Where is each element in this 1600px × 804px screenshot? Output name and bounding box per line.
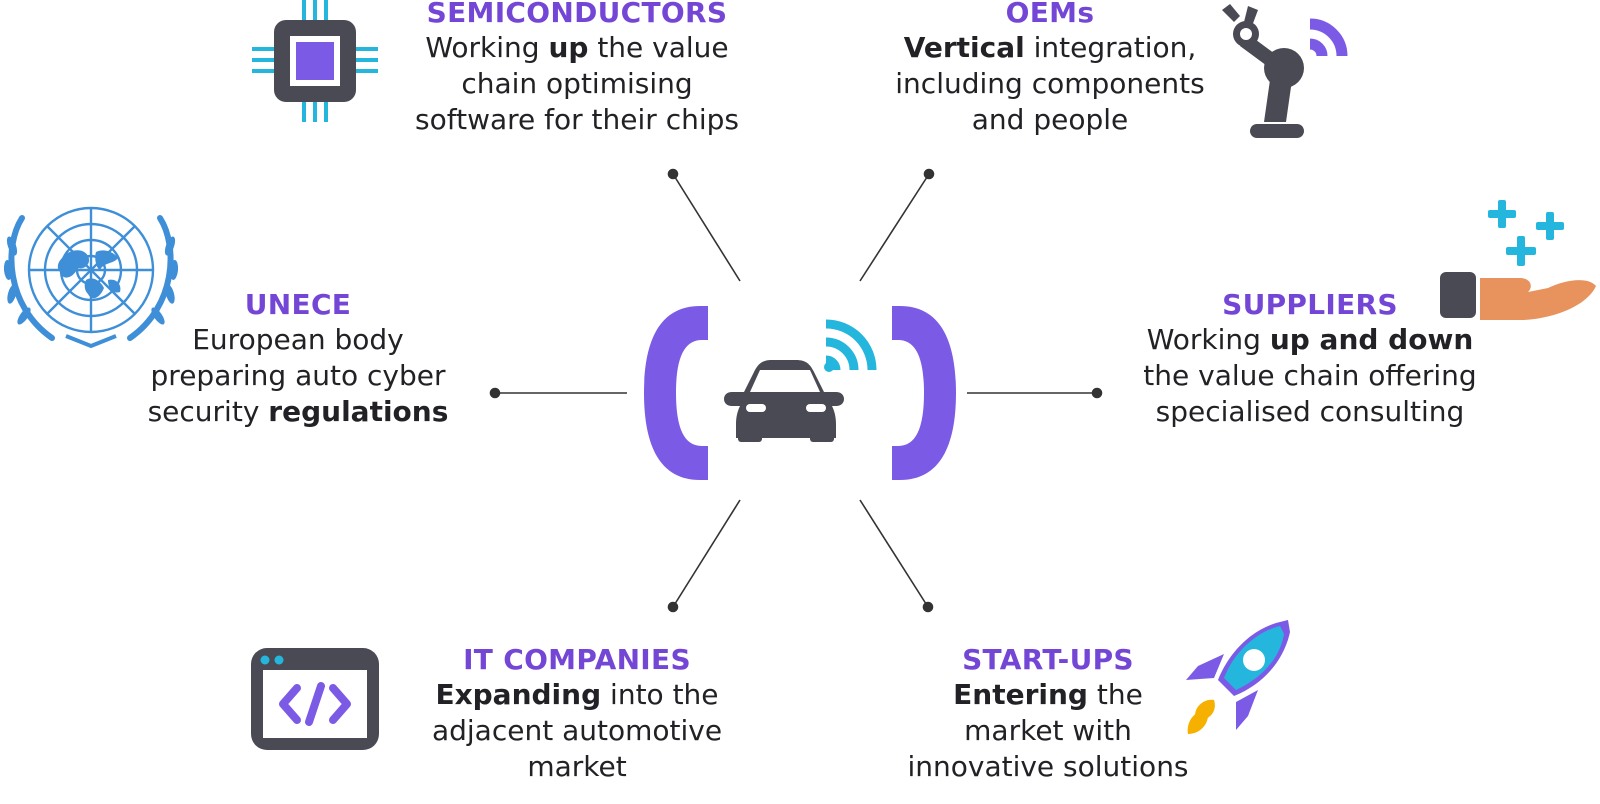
connector-dot-unece bbox=[489, 387, 501, 399]
rocket-icon bbox=[1186, 620, 1290, 734]
connector-dot-suppliers bbox=[1091, 387, 1103, 399]
node-suppliers: SUPPLIERS Working up and down the value … bbox=[1110, 288, 1510, 430]
connector-dot-start-ups bbox=[922, 601, 934, 613]
desc-line: market bbox=[527, 750, 627, 783]
node-start-ups: START-UPS Entering the market with innov… bbox=[868, 643, 1228, 785]
desc-line: chain optimising bbox=[461, 67, 693, 100]
desc-line: European body bbox=[192, 323, 404, 356]
connector-dot-oems bbox=[923, 168, 935, 180]
connected-car-icon bbox=[644, 306, 956, 480]
node-oems: OEMs Vertical integration, including com… bbox=[850, 0, 1250, 138]
node-description: Working up the value chain optimising so… bbox=[377, 30, 777, 138]
node-title: UNECE bbox=[244, 288, 352, 321]
desc-line: Vertical integration, bbox=[903, 31, 1197, 64]
desc-line: security regulations bbox=[147, 395, 449, 428]
desc-line: including components bbox=[895, 67, 1205, 100]
node-title: SUPPLIERS bbox=[1222, 288, 1398, 321]
desc-line: Working up the value bbox=[425, 31, 729, 64]
connector-oems bbox=[859, 173, 930, 282]
desc-line: specialised consulting bbox=[1155, 395, 1465, 428]
connector-it-companies bbox=[672, 499, 741, 608]
robot-arm-icon bbox=[1222, 4, 1348, 138]
node-title: SEMICONDUCTORS bbox=[426, 0, 728, 29]
node-semiconductors: SEMICONDUCTORS Working up the value chai… bbox=[377, 0, 777, 138]
desc-line: Entering the bbox=[953, 678, 1143, 711]
desc-line: innovative solutions bbox=[907, 750, 1189, 783]
node-description: European body preparing auto cyber secur… bbox=[118, 322, 478, 430]
code-window-icon bbox=[251, 648, 379, 750]
node-description: Vertical integration, including componen… bbox=[850, 30, 1250, 138]
connector-semiconductors bbox=[672, 173, 741, 282]
node-description: Entering the market with innovative solu… bbox=[868, 677, 1228, 785]
un-emblem-icon bbox=[3, 206, 179, 349]
desc-line: and people bbox=[971, 103, 1129, 136]
connector-dot-semiconductors bbox=[667, 168, 679, 180]
desc-line: software for their chips bbox=[415, 103, 739, 136]
chip-icon bbox=[252, 0, 378, 122]
connector-start-ups bbox=[859, 499, 929, 608]
desc-line: adjacent automotive bbox=[431, 714, 723, 747]
node-title: IT COMPANIES bbox=[463, 643, 691, 676]
desc-line: preparing auto cyber bbox=[150, 359, 446, 392]
desc-line: market with bbox=[964, 714, 1132, 747]
node-unece: UNECE European body preparing auto cyber… bbox=[118, 288, 478, 430]
desc-line: Working up and down bbox=[1146, 323, 1474, 356]
node-title: OEMs bbox=[1005, 0, 1095, 29]
node-title: START-UPS bbox=[962, 643, 1134, 676]
desc-line: the value chain offering bbox=[1143, 359, 1477, 392]
connector-dot-it-companies bbox=[667, 601, 679, 613]
node-description: Working up and down the value chain offe… bbox=[1110, 322, 1510, 430]
node-description: Expanding into the adjacent automotive m… bbox=[387, 677, 767, 785]
node-it-companies: IT COMPANIES Expanding into the adjacent… bbox=[387, 643, 767, 785]
desc-line: Expanding into the bbox=[435, 678, 719, 711]
hand-offering-icon bbox=[1440, 200, 1596, 320]
